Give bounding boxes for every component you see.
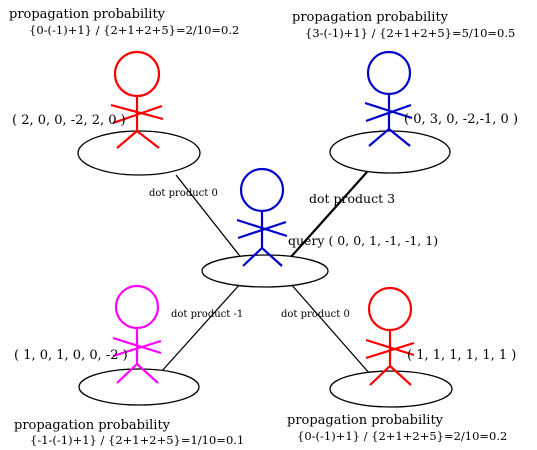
- stick-figure-top-right: [364, 50, 413, 147]
- edge-label-top-right: dot product 3: [309, 191, 396, 206]
- node-platform-top-left: [77, 130, 201, 176]
- heading-top-left: propagation probability: [9, 7, 166, 22]
- edge-label-bottom-left: dot product -1: [171, 309, 244, 320]
- stick-figure-top-left: [110, 50, 164, 149]
- vector-bottom-left: ( 1, 0, 1, 0, 0, -2 ): [14, 348, 128, 363]
- node-platform-bottom-right: [329, 370, 453, 408]
- stick-figure-query: [236, 167, 288, 267]
- heading-bottom-left: propagation probability: [14, 418, 171, 433]
- edge-bottom-left: [160, 282, 242, 373]
- edge-top-right: [289, 171, 368, 259]
- formula-top-left: {0-(-1)+1} / {2+1+2+5}=2/10=0.2: [29, 23, 240, 37]
- edge-top-left: [175, 174, 244, 261]
- formula-bottom-left: {-1-(-1)+1} / {2+1+2+5}=1/10=0.1: [30, 433, 245, 447]
- node-platform-bottom-left: [78, 368, 200, 406]
- edge-label-top-left: dot product 0: [149, 188, 218, 199]
- stick-figure-bottom-left: [112, 284, 162, 384]
- edge-bottom-right: [289, 282, 371, 375]
- node-platform-query: [201, 254, 329, 288]
- query-label: query ( 0, 0, 1, -1, -1, 1): [288, 233, 439, 248]
- edge-label-bottom-right: dot product 0: [281, 309, 350, 320]
- heading-top-right: propagation probability: [292, 10, 449, 25]
- formula-bottom-right: {0-(-1)+1} / {2+1+2+5}=2/10=0.2: [297, 429, 508, 443]
- vector-top-left: ( 2, 0, 0, -2, 2, 0 ): [12, 113, 126, 128]
- heading-bottom-right: propagation probability: [287, 413, 444, 428]
- formula-top-right: {3-(-1)+1} / {2+1+2+5}=5/10=0.5: [305, 26, 516, 40]
- vector-bottom-right: ( 1, 1, 1, 1, 1, 1 ): [407, 348, 517, 363]
- stick-figure-bottom-right: [365, 286, 415, 386]
- node-platform-top-right: [329, 130, 451, 174]
- vector-top-right: ( 0, 3, 0, -2,-1, 0 ): [404, 112, 519, 127]
